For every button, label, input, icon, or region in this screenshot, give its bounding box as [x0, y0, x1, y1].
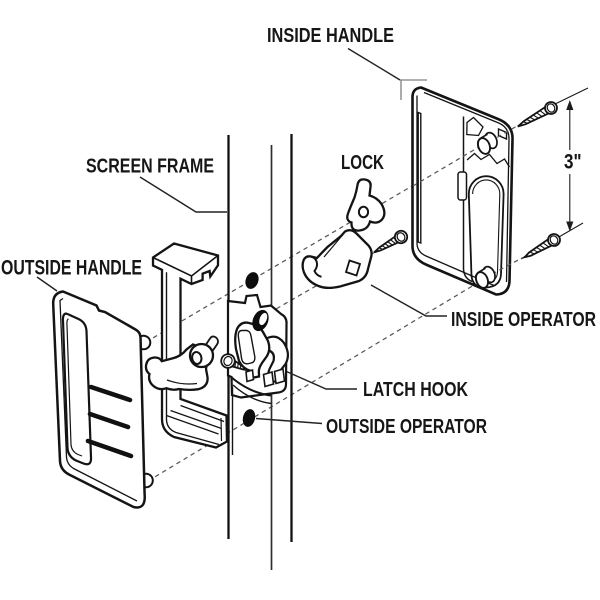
- svg-text:OUTSIDE OPERATOR: OUTSIDE OPERATOR: [326, 416, 487, 438]
- svg-text:INSIDE HANDLE: INSIDE HANDLE: [267, 25, 394, 47]
- svg-text:SCREEN FRAME: SCREEN FRAME: [86, 156, 214, 178]
- svg-text:INSIDE OPERATOR: INSIDE OPERATOR: [451, 309, 596, 331]
- svg-text:LOCK: LOCK: [341, 152, 384, 174]
- svg-text:OUTSIDE HANDLE: OUTSIDE HANDLE: [1, 257, 142, 280]
- svg-text:3": 3": [564, 150, 582, 174]
- svg-text:LATCH HOOK: LATCH HOOK: [363, 379, 468, 401]
